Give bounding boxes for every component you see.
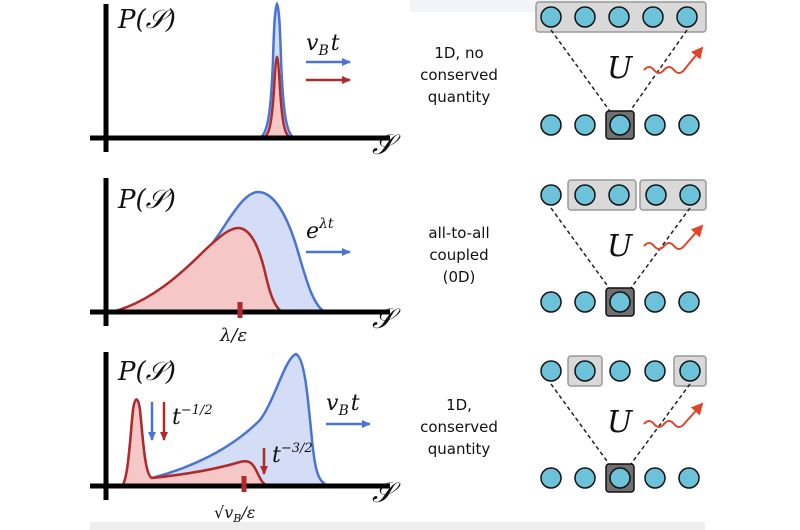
qubit xyxy=(609,114,631,136)
lightcone-left xyxy=(550,29,613,115)
qubit xyxy=(642,6,664,28)
distribution-red xyxy=(118,398,269,488)
svg-text:1D, no: 1D, no xyxy=(434,44,483,62)
right-margin xyxy=(705,0,800,530)
qubit xyxy=(574,467,596,489)
qubit xyxy=(574,291,596,313)
lightcone-left xyxy=(550,207,613,293)
svg-text:quantity: quantity xyxy=(428,88,491,106)
qubit xyxy=(574,114,596,136)
velocity-label: vBt xyxy=(306,31,340,59)
tick-label: √vB/ε xyxy=(214,503,255,525)
circuit-middle: U xyxy=(540,179,707,317)
svg-text:(0D): (0D) xyxy=(443,268,476,286)
qubit xyxy=(574,6,596,28)
wave-arrow-head xyxy=(683,224,704,247)
wave-arrow xyxy=(643,420,685,428)
decay-label-1: t−1/2 xyxy=(172,403,213,430)
wave-arrow-head xyxy=(683,46,704,71)
tick-label: λ/ε xyxy=(219,325,247,346)
qubit xyxy=(608,184,630,206)
unitary-label: U xyxy=(607,405,634,440)
qubit xyxy=(678,467,700,489)
wave-arrow xyxy=(643,242,685,250)
qubit xyxy=(645,184,667,206)
qubit xyxy=(678,114,700,136)
qubit xyxy=(644,360,666,382)
qubit xyxy=(679,360,701,382)
qubit xyxy=(574,184,596,206)
svg-text:1D,: 1D, xyxy=(446,396,472,414)
circuit-top: U xyxy=(535,1,707,140)
qubit xyxy=(644,291,666,313)
unitary-label: U xyxy=(607,51,634,86)
panel-middle: P(𝒮) 𝒮 λ/ε eλt xyxy=(90,178,401,346)
svg-text:quantity: quantity xyxy=(428,440,491,458)
panel-bottom: P(𝒮) 𝒮 t−1/2 t−3/2 √vB/ε vBt xyxy=(90,352,401,525)
svg-text:coupled: coupled xyxy=(429,246,488,264)
qubit xyxy=(644,467,666,489)
qubit xyxy=(609,467,631,489)
qubit xyxy=(609,291,631,313)
panel-top: P(𝒮) 𝒮 vBt xyxy=(90,1,401,161)
qubit xyxy=(540,6,562,28)
caption-top: 1D, no conserved quantity xyxy=(420,44,498,106)
caption-bottom: 1D, conserved quantity xyxy=(420,396,498,458)
velocity-label: vBt xyxy=(326,391,360,419)
svg-text:conserved: conserved xyxy=(420,66,498,84)
y-axis-label: P(𝒮) xyxy=(117,5,176,35)
lightcone-left xyxy=(550,383,613,469)
bottom-strip xyxy=(90,522,710,530)
qubit xyxy=(676,6,698,28)
qubit xyxy=(540,291,562,313)
qubit xyxy=(644,114,666,136)
distribution-red xyxy=(111,226,286,314)
qubit xyxy=(608,6,630,28)
caption-middle: all-to-all coupled (0D) xyxy=(428,224,489,286)
qubit xyxy=(678,291,700,313)
qubit xyxy=(574,360,596,382)
y-axis-label: P(𝒮) xyxy=(117,357,176,387)
svg-text:all-to-all: all-to-all xyxy=(428,224,489,242)
qubit xyxy=(540,184,562,206)
qubit xyxy=(679,184,701,206)
qubit xyxy=(540,467,562,489)
y-axis-label: P(𝒮) xyxy=(117,185,176,215)
unitary-label: U xyxy=(607,229,634,264)
qubit xyxy=(540,360,562,382)
svg-text:conserved: conserved xyxy=(420,418,498,436)
growth-label: eλt xyxy=(306,216,334,244)
qubit xyxy=(609,360,631,382)
distribution-red xyxy=(261,55,293,140)
wave-arrow xyxy=(643,66,685,74)
qubit xyxy=(540,114,562,136)
circuit-bottom: U xyxy=(540,355,707,493)
wave-arrow-head xyxy=(683,402,704,425)
decay-label-2: t−3/2 xyxy=(272,441,313,468)
